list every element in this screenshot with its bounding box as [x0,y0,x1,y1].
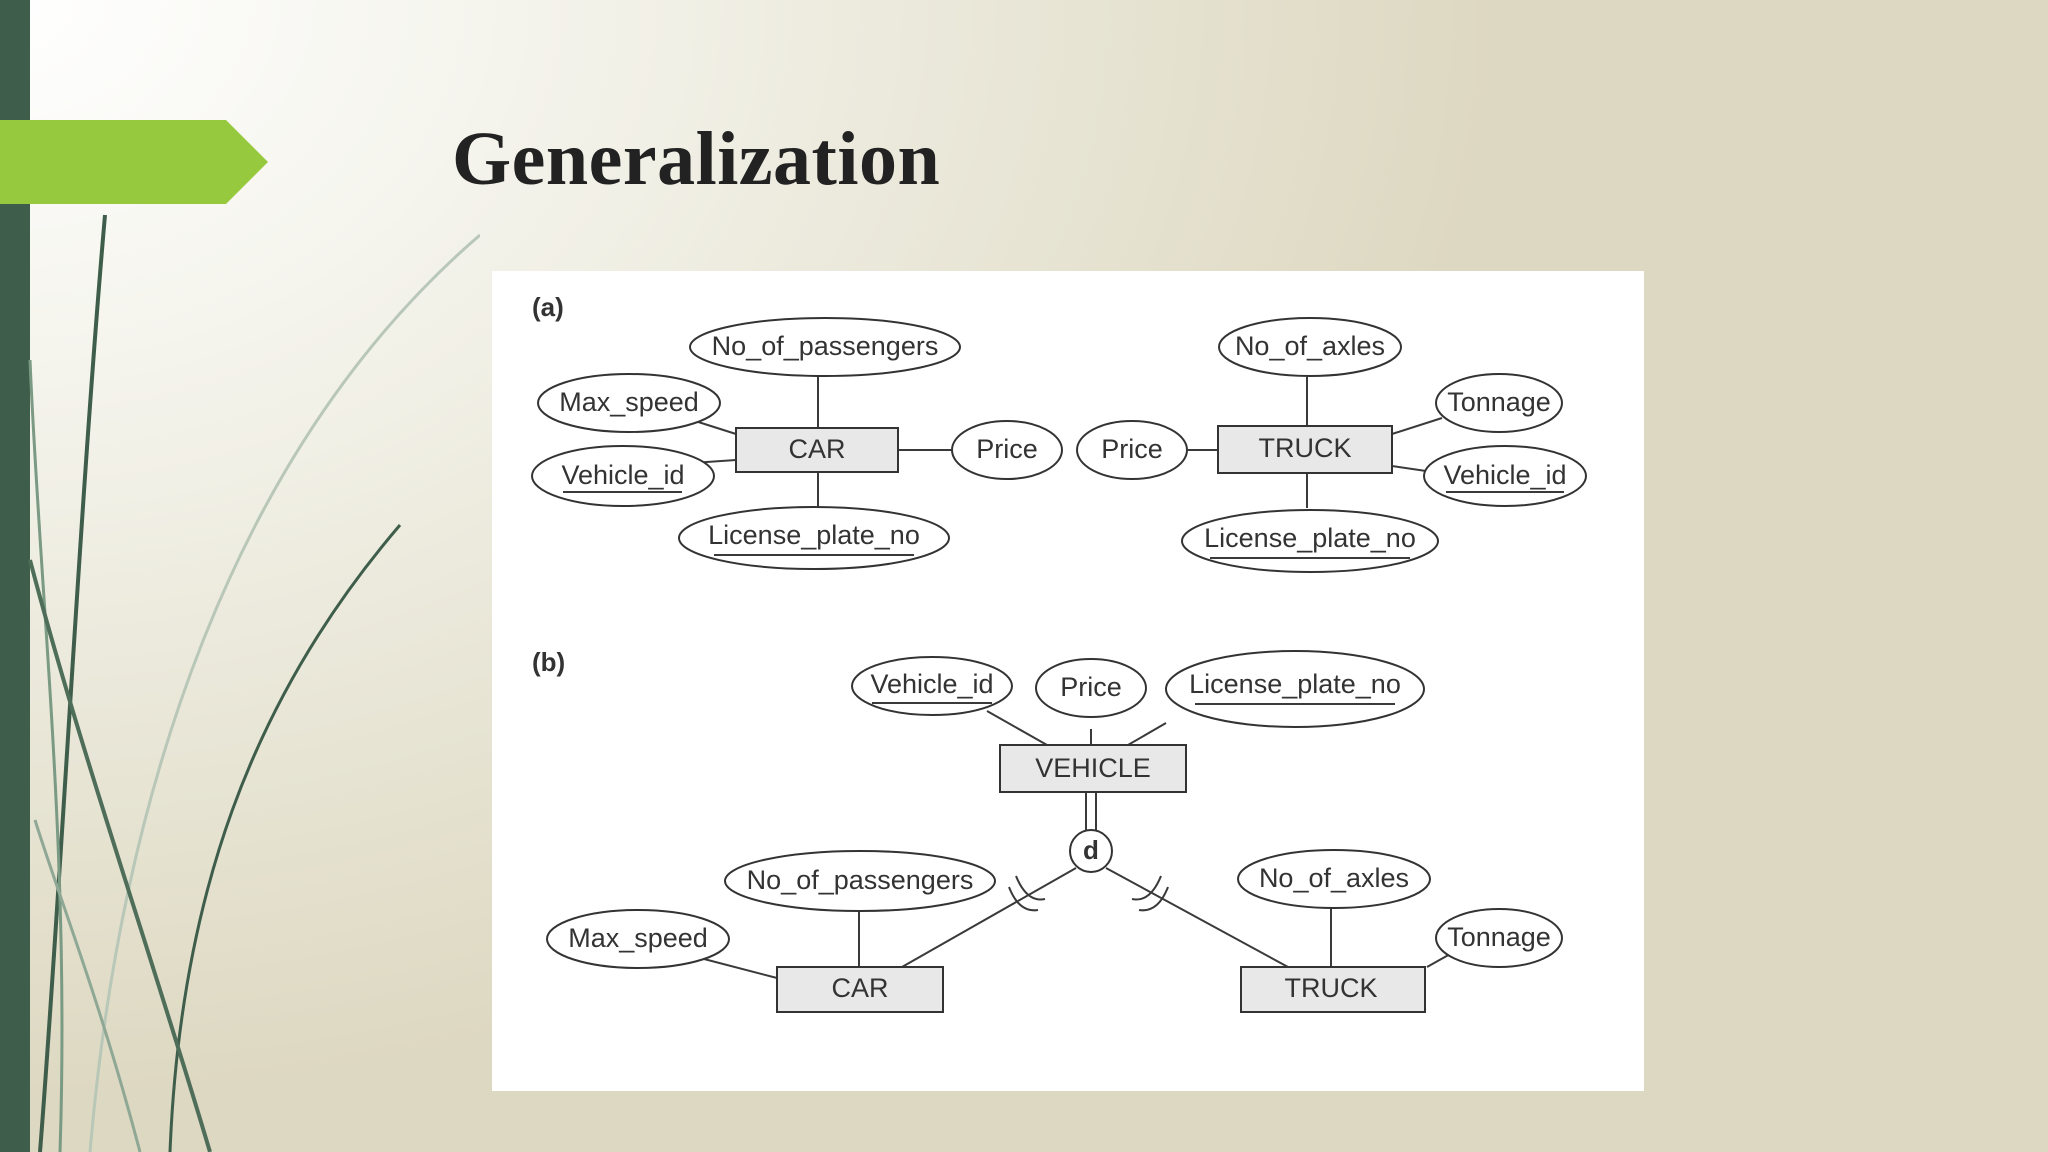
svg-text:Price: Price [1101,434,1163,464]
svg-text:No_of_axles: No_of_axles [1235,331,1385,361]
svg-text:CAR: CAR [788,434,845,464]
part-b-label: (b) [532,647,565,677]
svg-text:Max_speed: Max_speed [568,923,708,953]
vehicle-attr-vehicle-id: Vehicle_id [851,656,1013,716]
svg-text:Tonnage: Tonnage [1447,922,1551,952]
slide-title: Generalization [452,117,941,201]
svg-text:Vehicle_id: Vehicle_id [1443,460,1566,490]
truck-a-attr-license-plate-no: License_plate_no [1181,509,1439,573]
truck-b-attr-no-of-axles: No_of_axles [1237,849,1431,909]
truck-b-entity: TRUCK [1240,966,1426,1013]
svg-text:Price: Price [976,434,1038,464]
svg-text:Max_speed: Max_speed [559,387,699,417]
svg-text:No_of_passengers: No_of_passengers [747,865,974,895]
truck-b-attr-tonnage: Tonnage [1435,908,1563,968]
car-b-entity: CAR [776,966,944,1013]
er-diagram-panel: (a) No_of_passengers Max_speed Vehicle_i… [492,271,1644,1091]
svg-text:TRUCK: TRUCK [1259,433,1352,463]
truck-a-attr-price: Price [1076,420,1188,480]
truck-a-attr-vehicle-id: Vehicle_id [1423,445,1587,507]
disjoint-circle: d [1069,829,1113,873]
svg-text:TRUCK: TRUCK [1285,973,1378,1003]
svg-text:Tonnage: Tonnage [1447,387,1551,417]
car-a-attr-no-of-passengers: No_of_passengers [689,317,961,377]
decorative-grass-strokes [28,214,480,1152]
title-accent-arrow [0,120,268,204]
car-a-attr-license-plate-no: License_plate_no [678,506,950,570]
car-a-entity: CAR [735,427,899,473]
truck-a-attr-tonnage: Tonnage [1435,373,1563,433]
svg-text:License_plate_no: License_plate_no [708,520,920,550]
truck-a-attr-no-of-axles: No_of_axles [1218,317,1402,377]
svg-text:VEHICLE: VEHICLE [1035,753,1151,783]
part-a-label: (a) [532,292,564,322]
vehicle-attr-price: Price [1035,658,1147,718]
svg-text:d: d [1083,835,1099,865]
svg-text:No_of_passengers: No_of_passengers [712,331,939,361]
car-b-attr-max-speed: Max_speed [546,909,730,969]
car-a-attr-vehicle-id: Vehicle_id [531,445,715,507]
car-a-attr-price: Price [951,420,1063,480]
svg-text:No_of_axles: No_of_axles [1259,863,1409,893]
svg-text:Vehicle_id: Vehicle_id [870,669,993,699]
svg-text:Vehicle_id: Vehicle_id [561,460,684,490]
er-diagram: (a) No_of_passengers Max_speed Vehicle_i… [531,292,1587,1013]
vehicle-attr-license-plate-no: License_plate_no [1165,650,1425,728]
svg-text:CAR: CAR [831,973,888,1003]
vehicle-entity: VEHICLE [999,744,1187,793]
truck-a-entity: TRUCK [1217,425,1393,474]
car-a-attr-max-speed: Max_speed [537,373,721,433]
svg-text:License_plate_no: License_plate_no [1189,669,1401,699]
svg-text:License_plate_no: License_plate_no [1204,523,1416,553]
car-b-attr-no-of-passengers: No_of_passengers [724,850,996,912]
svg-text:Price: Price [1060,672,1122,702]
